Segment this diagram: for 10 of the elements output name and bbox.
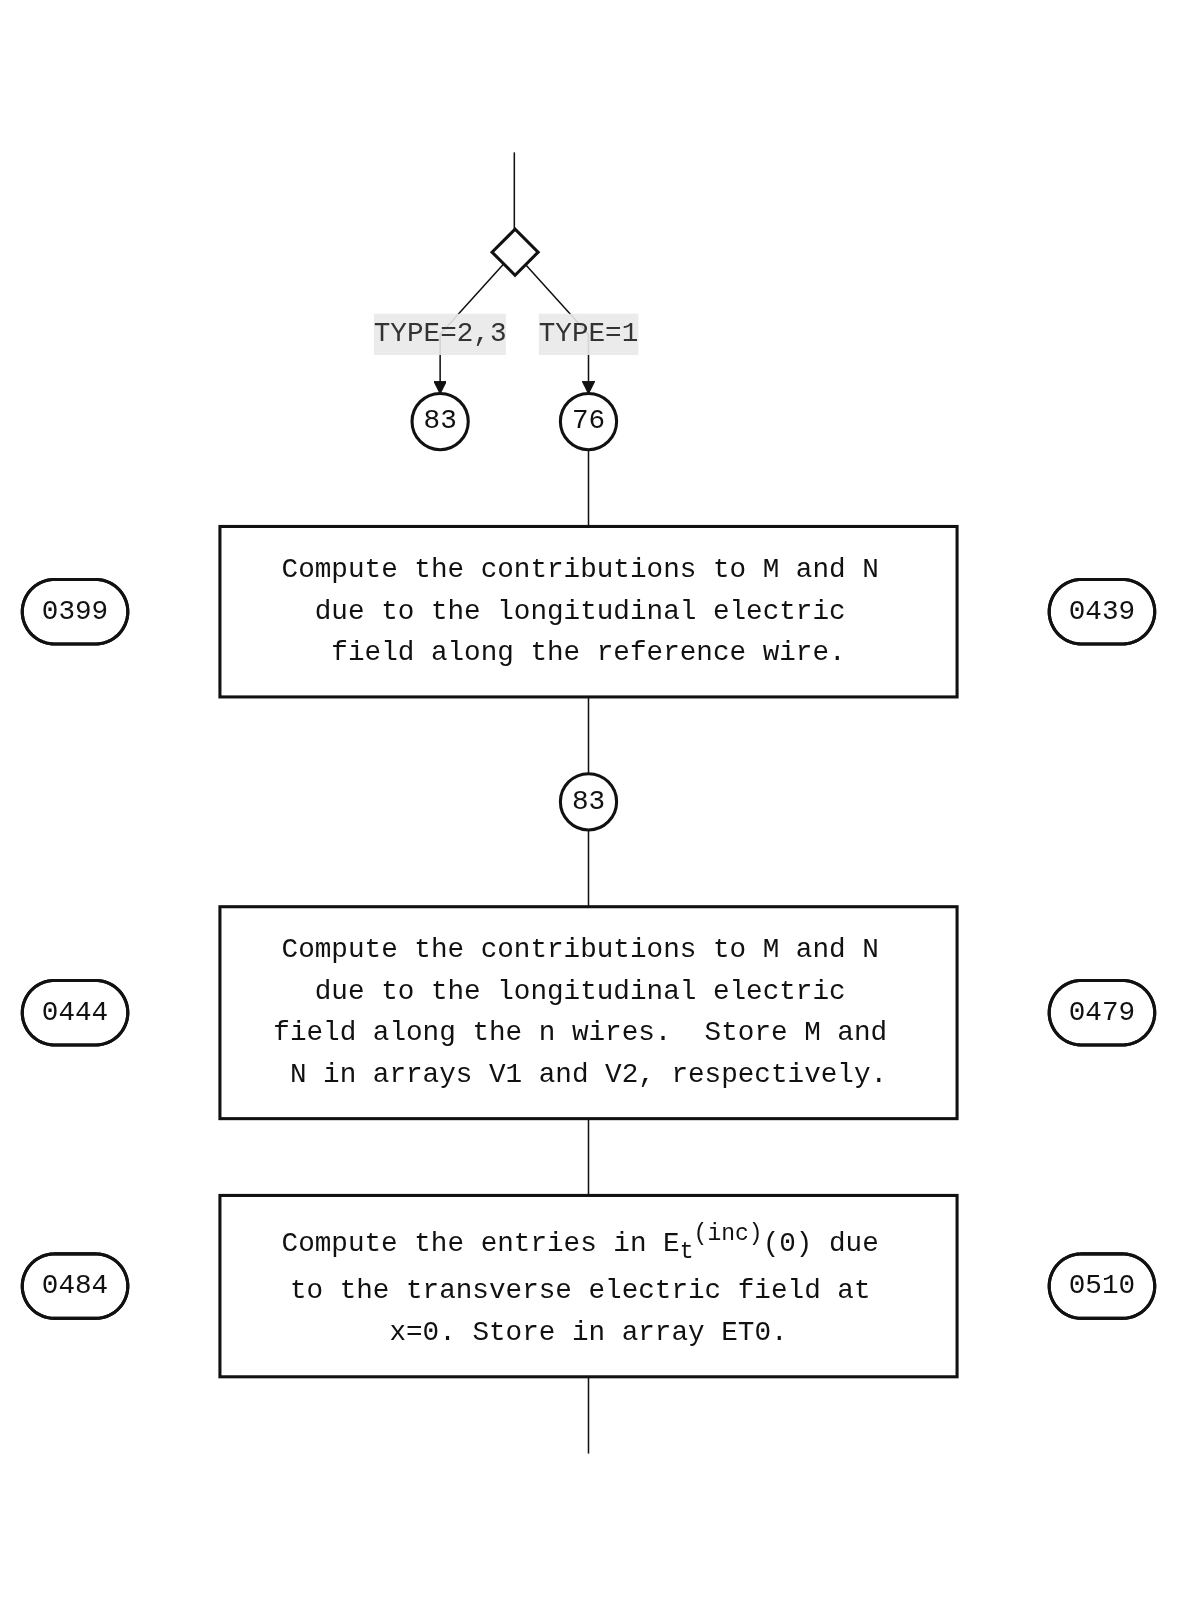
node-diamond	[489, 226, 541, 277]
node-box: Compute the contributions to M and N due to the longitudinal electric field along the reference wire.	[218, 524, 959, 698]
node-circle: 76	[558, 391, 619, 451]
edge-label: TYPE=2,3	[373, 317, 507, 349]
connector	[513, 151, 516, 230]
edge-label: TYPE=1	[538, 317, 639, 349]
node-circle: 83	[410, 391, 470, 451]
node-box: Compute the entries in E$_{t}$$^{(inc)}$(0) due to the transverse electric field at x=0. Store in array ET0.	[218, 1193, 959, 1378]
node-box: Compute the contributions to M and N due to the longitudinal electric field along the n wires. Store M and N in arrays V1 and V2, respectively.	[218, 904, 959, 1120]
node-circle: 83	[558, 771, 619, 831]
